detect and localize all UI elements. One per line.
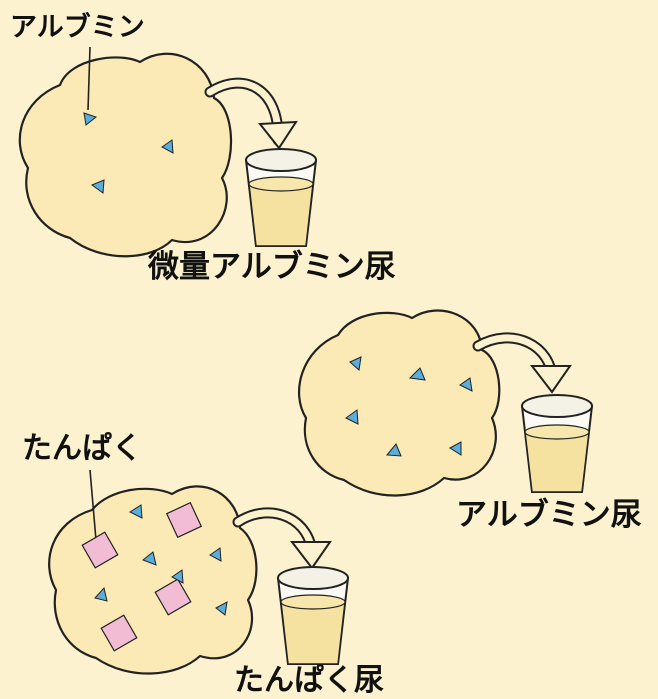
stage-proteinuria — [48, 469, 350, 675]
albumin-marker — [449, 441, 462, 456]
stage-albuminuria — [297, 309, 594, 497]
albuminuria-caption: アルブミン尿 — [456, 497, 642, 533]
kidney-blob-3 — [48, 485, 258, 675]
proteinuria-caption: たんぱく尿 — [234, 663, 384, 698]
albumin-marker — [94, 586, 108, 602]
albumin-marker — [128, 504, 143, 519]
albumin-marker — [349, 356, 362, 371]
urine-cup-3 — [276, 566, 350, 665]
flow-arrowhead-2 — [529, 365, 572, 394]
albumin-marker-pointed — [83, 112, 98, 126]
albumin-marker — [386, 443, 402, 457]
albumin-marker — [345, 409, 359, 425]
kidney-blob-2 — [297, 309, 501, 497]
albumin-marker — [215, 601, 228, 616]
albumin-marker — [209, 547, 222, 562]
albumin-label: アルブミン — [10, 12, 145, 43]
kidney-blob-1 — [18, 52, 233, 258]
protein-label: たんぱく — [22, 431, 142, 466]
protein-marker — [165, 501, 203, 539]
albumin-marker — [142, 551, 157, 566]
urine-cup-2 — [520, 394, 594, 493]
stage-microalbuminuria — [18, 46, 318, 258]
albumin-marker — [459, 377, 473, 392]
protein-pointer-line — [89, 469, 97, 541]
albumin-pointer-line — [87, 46, 91, 111]
albumin-marker — [161, 139, 174, 154]
microalbuminuria-caption: 微量アルブミン尿 — [148, 249, 396, 285]
albumin-marker — [171, 569, 184, 584]
albumin-marker — [90, 179, 105, 194]
protein-marker — [100, 614, 138, 652]
albumin-marker — [408, 367, 426, 381]
flow-arrowhead-1 — [258, 120, 298, 150]
protein-marker — [154, 578, 192, 616]
protein-marker-pointed — [81, 531, 119, 569]
urine-cup-1 — [244, 148, 318, 247]
flow-arrowhead-3 — [289, 541, 332, 570]
